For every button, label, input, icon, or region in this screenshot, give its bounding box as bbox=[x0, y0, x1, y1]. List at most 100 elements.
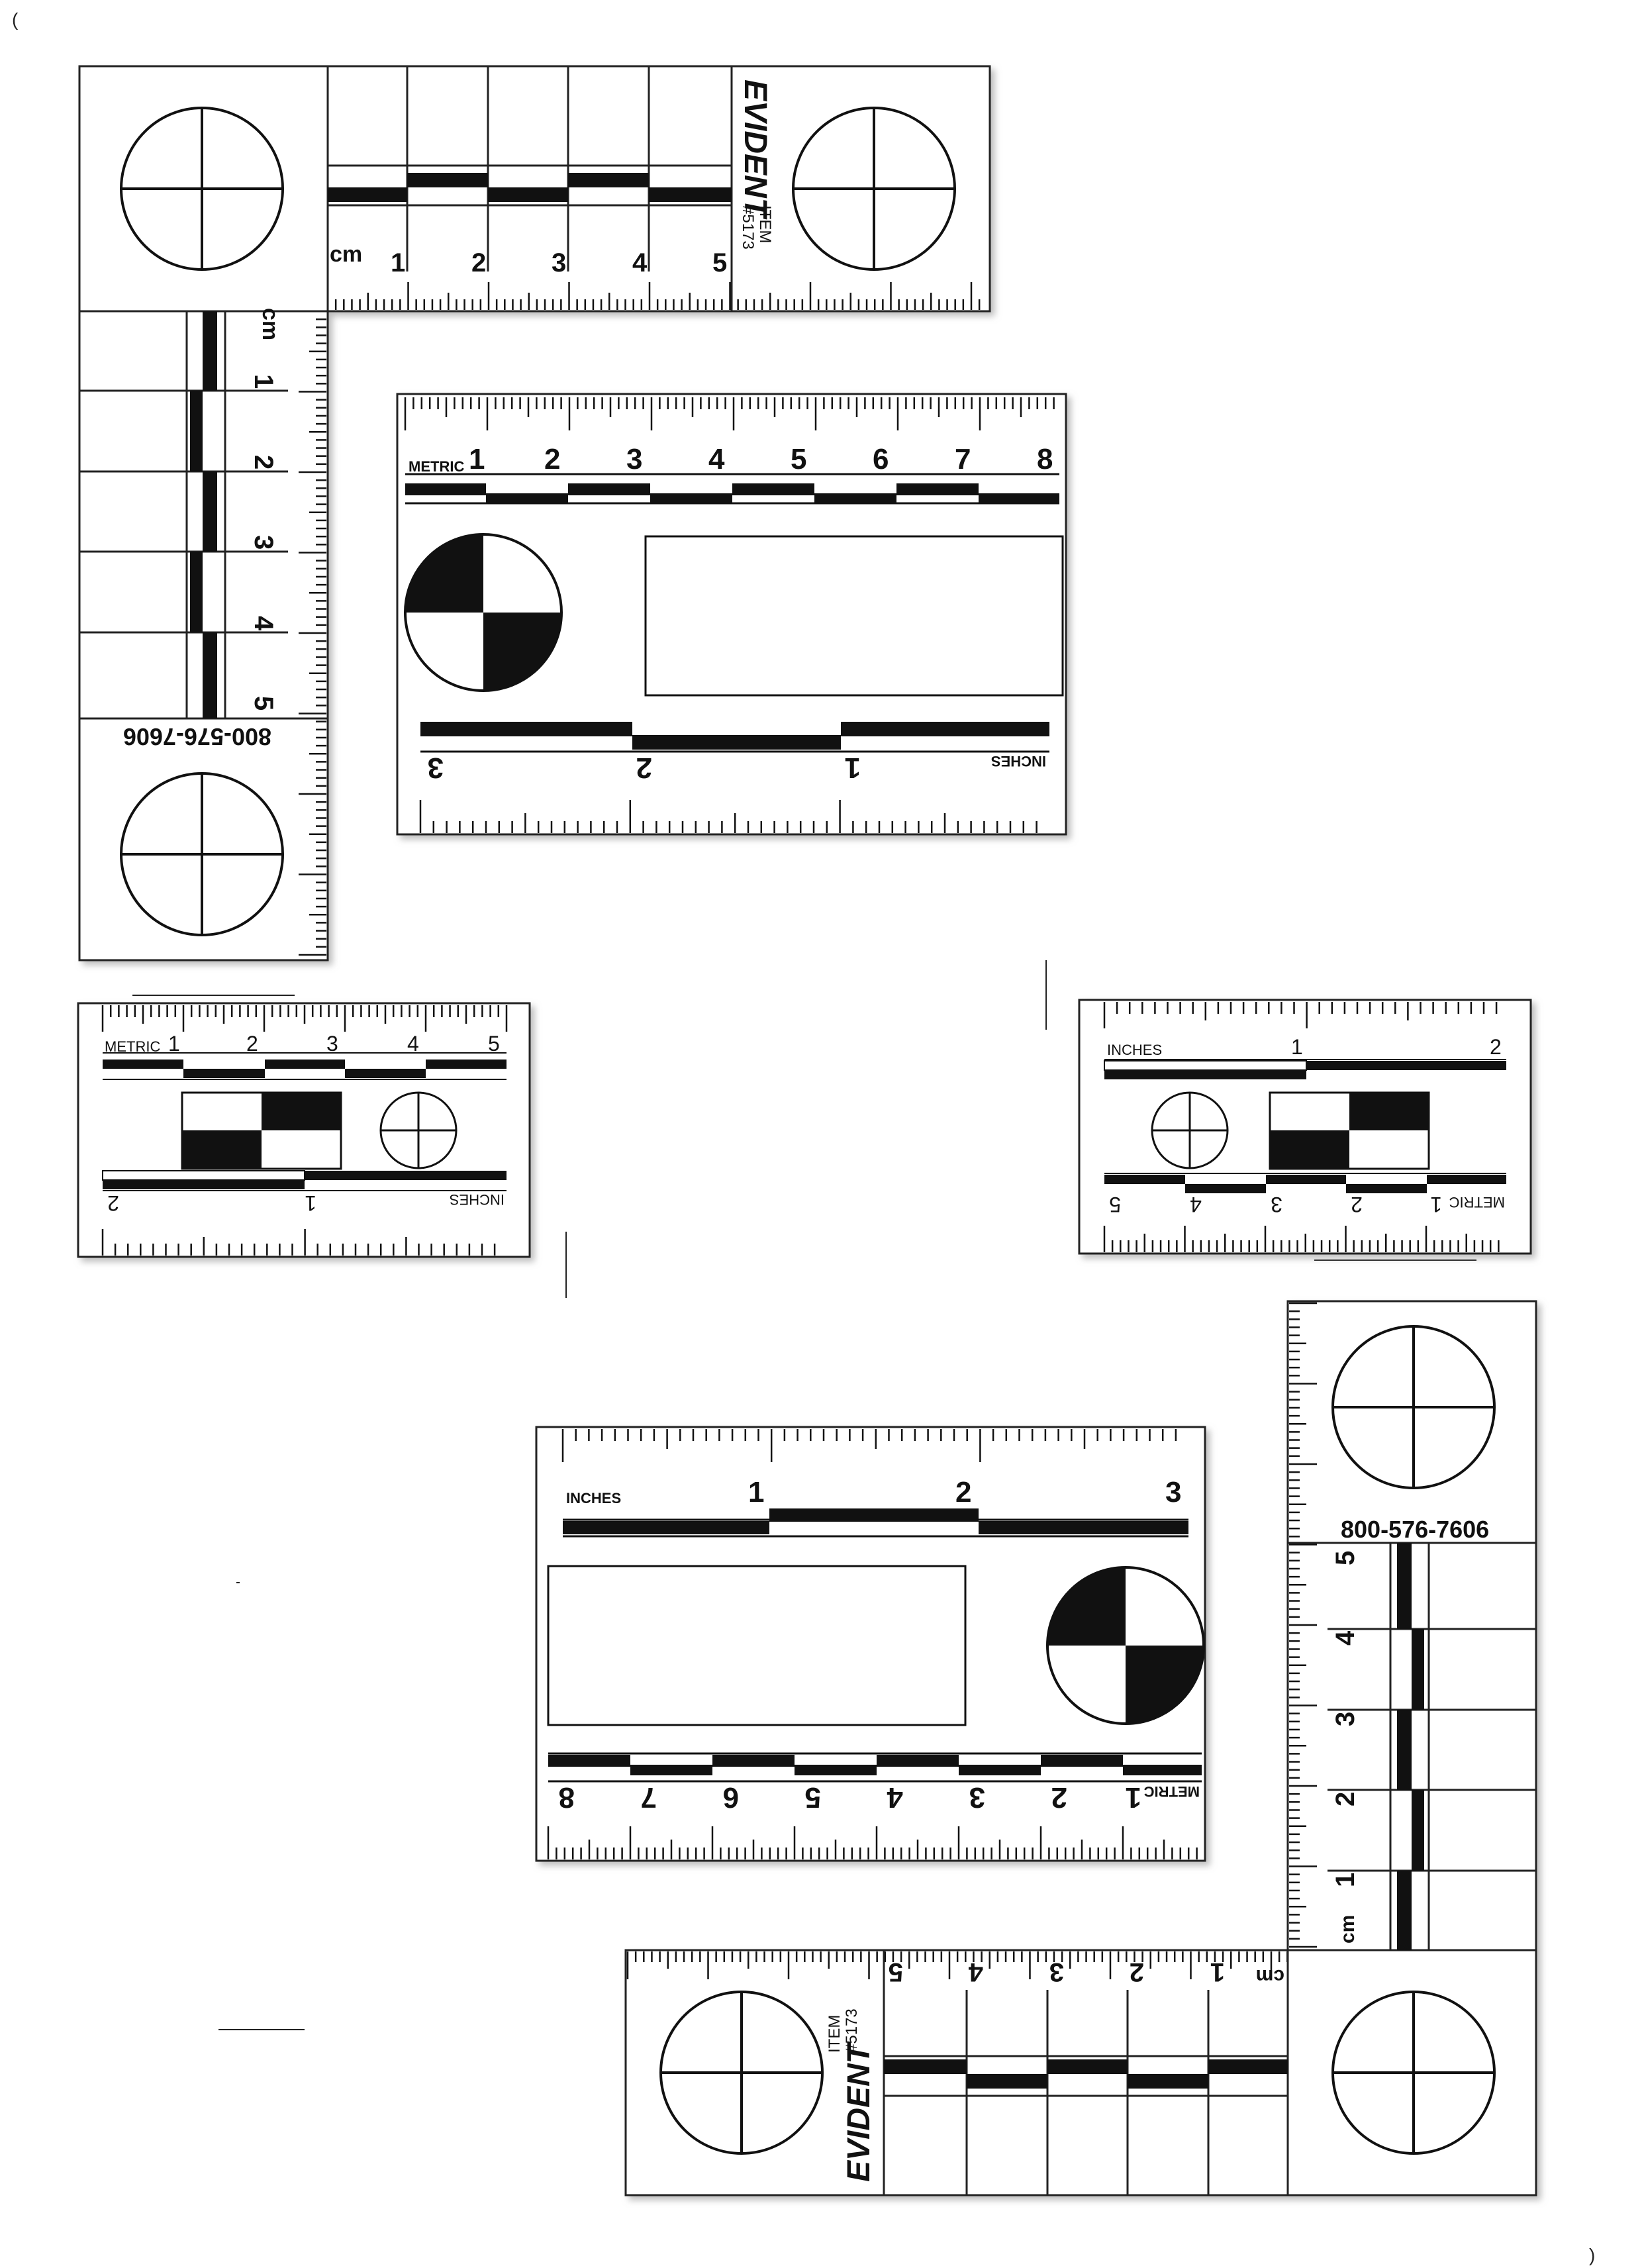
metric-label: METRIC bbox=[105, 1038, 160, 1055]
scale-number: 2 bbox=[1490, 1035, 1502, 1059]
scale-number: 1 bbox=[305, 1191, 316, 1215]
metric-ticks bbox=[404, 397, 1055, 430]
scale-number: 2 bbox=[249, 455, 278, 469]
scale-number: 5 bbox=[249, 696, 278, 711]
item-number: #5173 bbox=[843, 2008, 861, 2053]
scale-number: 3 bbox=[249, 535, 278, 550]
scale-number: 1 bbox=[391, 248, 405, 277]
scale-number: 6 bbox=[723, 1781, 739, 1814]
unit-label: cm bbox=[330, 242, 362, 267]
scale-number: 6 bbox=[873, 443, 889, 475]
brand-logo: EVIDENT bbox=[842, 2042, 877, 2182]
scale-number: 2 bbox=[246, 1032, 258, 1056]
item-label: ITEM bbox=[756, 205, 774, 243]
scale-number: 1 bbox=[1291, 1035, 1303, 1059]
crosshair-circle-icon bbox=[1151, 1091, 1229, 1169]
crosshair-circle-icon bbox=[120, 772, 284, 936]
l-scale-bottom: 800-576-7606 cm 1 2 3 4 5 cm 1 2 3 4 5 E… bbox=[624, 1300, 1537, 2196]
metric-label: METRIC bbox=[1144, 1783, 1200, 1800]
scale-number: 3 bbox=[1271, 1193, 1282, 1216]
scale-number: 3 bbox=[1331, 1712, 1360, 1726]
metric-ticks bbox=[101, 1005, 508, 1032]
inch-ticks bbox=[419, 800, 1038, 833]
scale-number: 4 bbox=[249, 616, 278, 631]
scale-number: 1 bbox=[748, 1476, 764, 1508]
scale-number: 4 bbox=[632, 248, 648, 277]
l-scale-top: cm 1 2 3 4 5 EVIDENT ITEM #5173 cm 1 2 3… bbox=[78, 65, 991, 961]
item-number: #5173 bbox=[739, 205, 757, 250]
scale-number: 5 bbox=[791, 443, 806, 475]
checker-pattern-icon bbox=[181, 1091, 342, 1170]
item-label: ITEM bbox=[826, 2015, 844, 2053]
inches-label: INCHES bbox=[566, 1490, 621, 1506]
l-scale-bottom-vertical-ticks bbox=[1289, 1302, 1317, 1948]
scale-number: 3 bbox=[326, 1032, 338, 1056]
scale-number: 7 bbox=[641, 1781, 657, 1814]
inches-label: INCHES bbox=[1107, 1042, 1162, 1058]
scale-number: 5 bbox=[1331, 1551, 1360, 1565]
l-scale-top-vertical-ticks bbox=[299, 310, 326, 956]
scale-number: 5 bbox=[712, 248, 727, 277]
scale-number: 1 bbox=[469, 443, 485, 475]
inch-ticks bbox=[101, 1229, 496, 1256]
label-write-box bbox=[547, 1565, 967, 1726]
scale-card-8cm-bottom: INCHES 1 2 3 METRIC 1 2 3 4 5 6 7 8 bbox=[535, 1426, 1206, 1862]
scale-number: 8 bbox=[559, 1781, 575, 1814]
scale-number: 2 bbox=[955, 1476, 971, 1508]
brand-logo: EVIDENT bbox=[738, 79, 773, 220]
scale-number: 5 bbox=[889, 1957, 903, 1987]
scale-number: 3 bbox=[428, 752, 444, 784]
phone-number: 800-576-7606 bbox=[123, 723, 271, 750]
scale-number: 2 bbox=[544, 443, 560, 475]
scale-number: 2 bbox=[1051, 1781, 1067, 1814]
label-write-box bbox=[644, 535, 1064, 697]
scale-number: 2 bbox=[1351, 1193, 1363, 1216]
scale-number: 1 bbox=[168, 1032, 180, 1056]
crosshair-circle-icon bbox=[379, 1091, 458, 1169]
unit-label: cm bbox=[258, 308, 283, 340]
scale-number: 4 bbox=[968, 1957, 983, 1987]
checker-pattern-icon bbox=[1269, 1091, 1430, 1170]
scale-number: 5 bbox=[1109, 1193, 1121, 1216]
scale-number: 2 bbox=[636, 752, 652, 784]
scale-number: 2 bbox=[107, 1191, 119, 1215]
scale-number: 1 bbox=[1430, 1193, 1442, 1216]
crosshair-circle-icon bbox=[792, 107, 956, 271]
scale-number: 3 bbox=[1049, 1957, 1064, 1987]
bottom-right-bracket-mark: ) bbox=[1589, 2245, 1596, 2265]
scale-number: 3 bbox=[626, 443, 642, 475]
scale-number: 3 bbox=[969, 1781, 985, 1814]
scale-card-8cm-top: METRIC 1 2 3 4 5 6 7 8 INCHES 1 2 3 bbox=[396, 393, 1067, 836]
scale-number: 1 bbox=[1210, 1957, 1225, 1987]
inch-ticks bbox=[1103, 1002, 1498, 1028]
scale-number: 1 bbox=[1126, 1781, 1141, 1814]
scale-number: 5 bbox=[488, 1032, 500, 1056]
scale-number: 4 bbox=[708, 443, 725, 475]
scale-number: 4 bbox=[1331, 1630, 1360, 1646]
scale-number: 2 bbox=[471, 248, 486, 277]
top-left-bracket-mark: ( bbox=[12, 9, 19, 30]
scale-number: 8 bbox=[1037, 443, 1053, 475]
quadrant-target-icon bbox=[404, 533, 563, 692]
scale-number: 3 bbox=[552, 248, 566, 277]
metric-label: METRIC bbox=[409, 458, 464, 475]
crosshair-circle-icon bbox=[120, 107, 284, 271]
inches-label: INCHES bbox=[450, 1191, 505, 1208]
scale-number: 1 bbox=[1331, 1873, 1360, 1887]
crosshair-circle-icon bbox=[659, 1991, 824, 2155]
scale-number: 3 bbox=[1165, 1476, 1181, 1508]
scale-card-5cm-left: METRIC 1 2 3 4 5 INCHES 1 2 bbox=[77, 1002, 531, 1258]
metric-ticks bbox=[547, 1826, 1198, 1859]
crosshair-circle-icon bbox=[1331, 1991, 1496, 2155]
unit-label: cm bbox=[1337, 1915, 1359, 1944]
scale-number: 4 bbox=[1190, 1193, 1202, 1216]
scale-number: 1 bbox=[249, 374, 278, 389]
scale-number: 5 bbox=[805, 1781, 821, 1814]
scale-number: 7 bbox=[955, 443, 971, 475]
metric-ticks bbox=[1103, 1226, 1500, 1252]
phone-number: 800-576-7606 bbox=[1341, 1516, 1489, 1543]
scale-number: 4 bbox=[407, 1032, 419, 1056]
scale-number: 2 bbox=[1130, 1957, 1144, 1987]
scale-number: 2 bbox=[1331, 1792, 1360, 1806]
